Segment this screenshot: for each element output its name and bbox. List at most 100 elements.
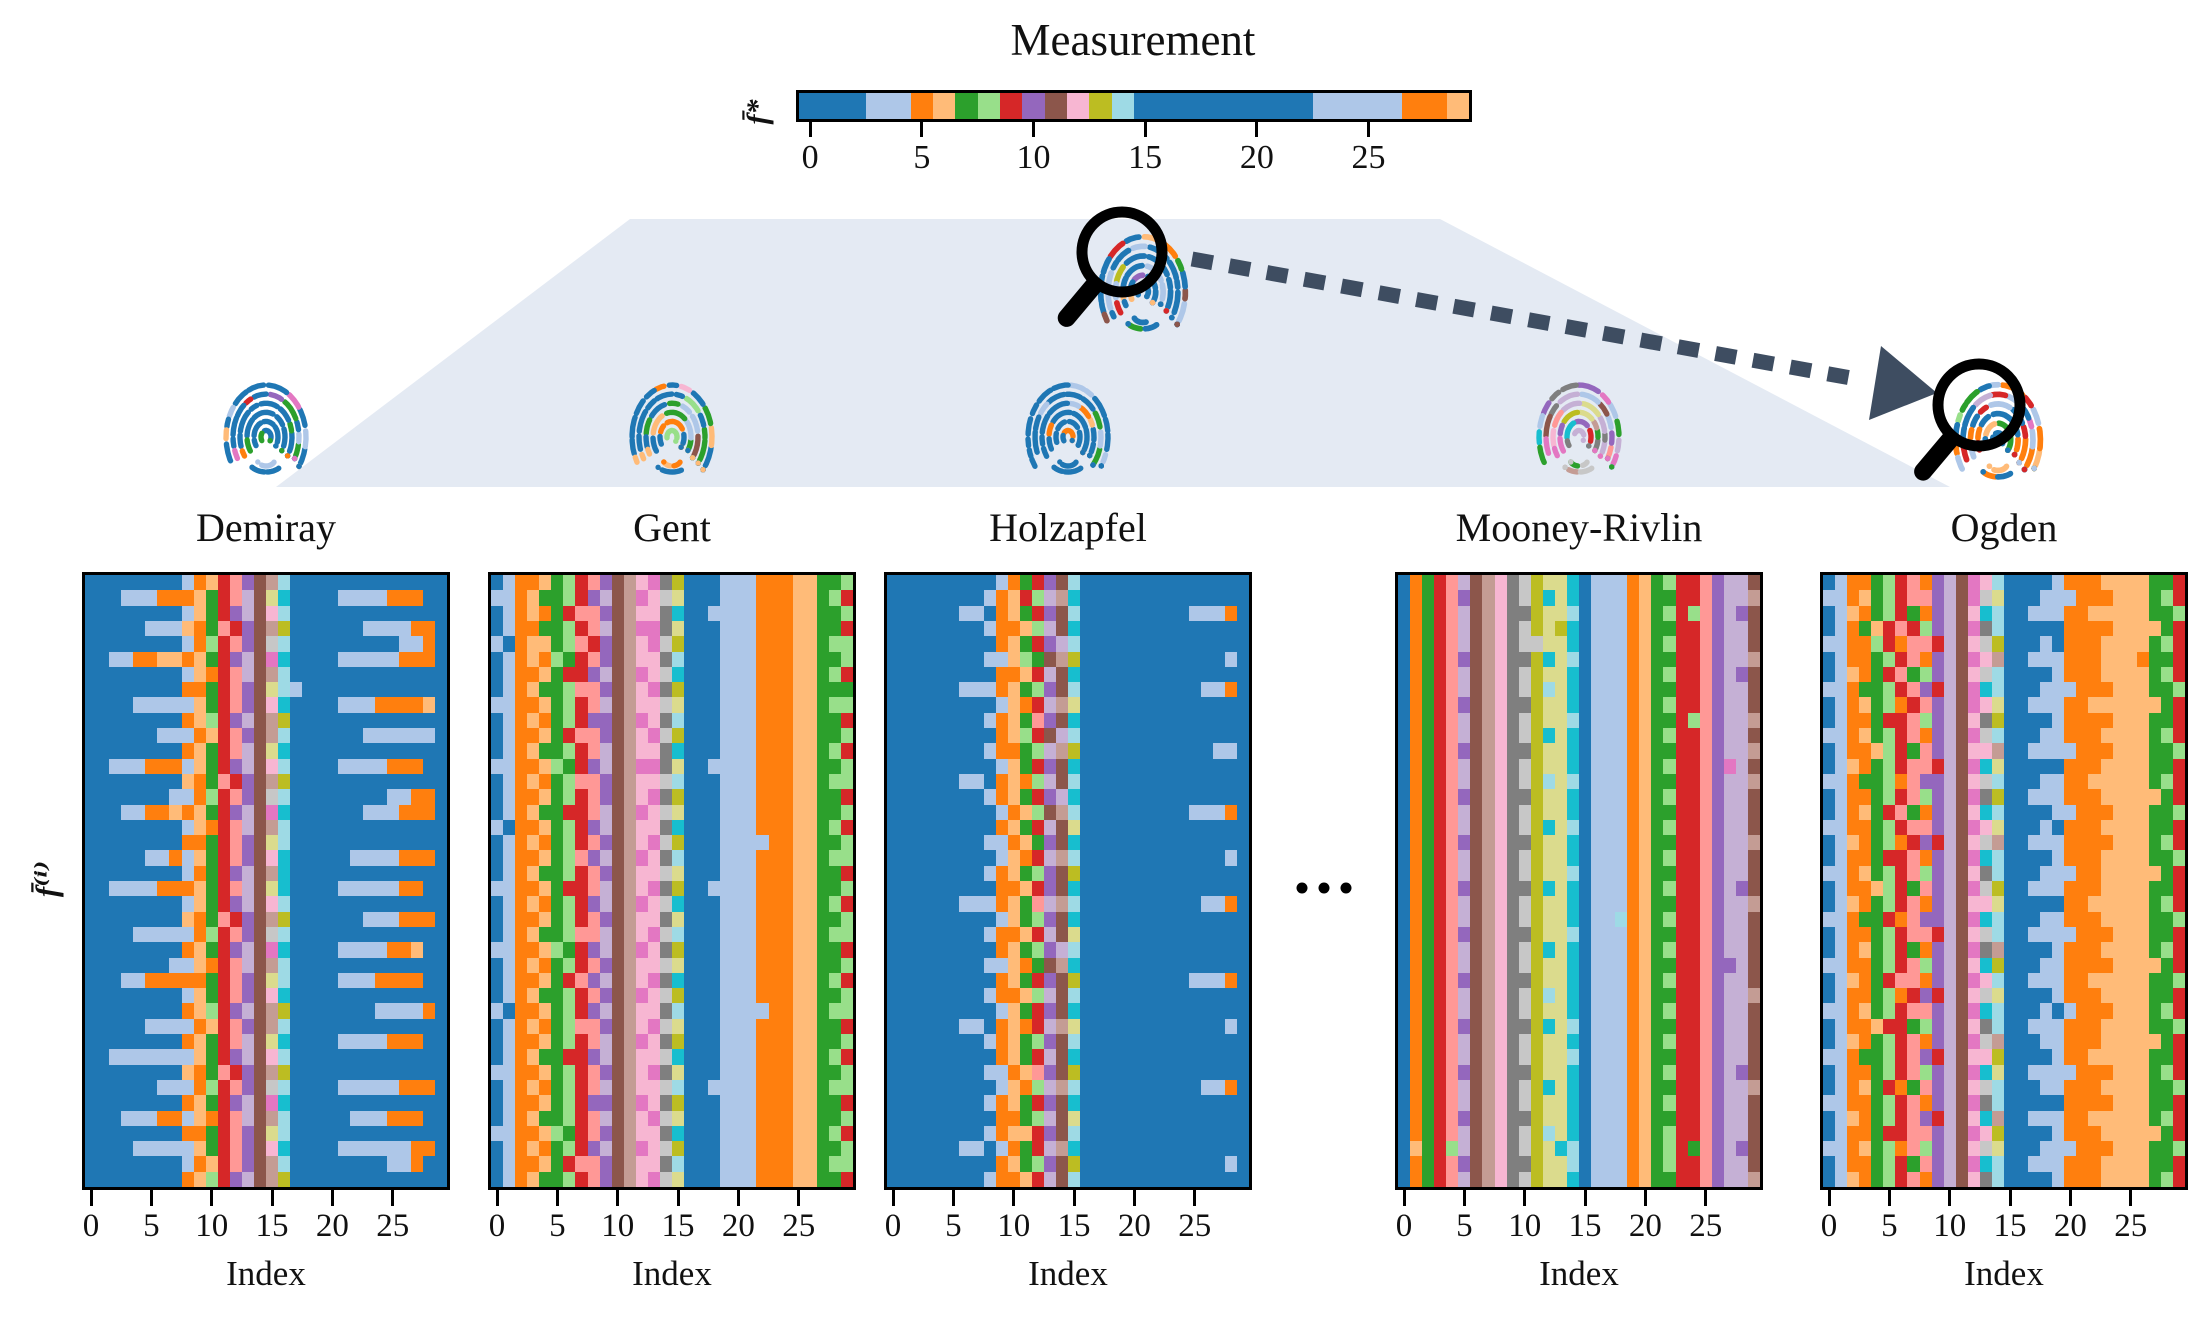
xtick-gent-20: [736, 1190, 740, 1206]
panel-title-gent: Gent: [633, 505, 711, 550]
colorbar-axis-label: f̄*: [741, 99, 774, 125]
xtick-ogden-0: [1827, 1190, 1831, 1206]
continuation-dots: [1296, 882, 1352, 894]
xtick-gent-0: [495, 1190, 499, 1206]
colorbar-tick-label-15: 15: [1128, 139, 1163, 176]
xtick-ogden-10: [1948, 1190, 1952, 1206]
fingerprint-icon-demiray: [223, 382, 309, 475]
magnifier-icon-measurement: [1057, 206, 1168, 327]
y-axis-label: f̄⁽ⁱ⁾: [29, 860, 64, 898]
xtick-label-ogden-0: 0: [1820, 1208, 1838, 1244]
xlabel-holzapfel: Index: [1028, 1254, 1108, 1293]
xtick-mooney-rivlin-0: [1402, 1190, 1406, 1206]
xtick-holzapfel-20: [1132, 1190, 1136, 1206]
measurement-colorbar: [796, 90, 1472, 122]
colorbar-cell-6: [932, 93, 956, 119]
xtick-label-holzapfel-20: 20: [1117, 1208, 1151, 1244]
xtick-ogden-5: [1887, 1190, 1891, 1206]
xlabel-gent: Index: [632, 1254, 712, 1293]
colorbar-cell-24: [1334, 93, 1358, 119]
colorbar-cell-13: [1089, 93, 1112, 119]
xtick-label-gent-25: 25: [782, 1208, 816, 1244]
panel-title-ogden: Ogden: [1950, 505, 2058, 550]
xtick-gent-10: [616, 1190, 620, 1206]
xtick-holzapfel-10: [1012, 1190, 1016, 1206]
xtick-label-demiray-15: 15: [255, 1208, 289, 1244]
xtick-holzapfel-25: [1193, 1190, 1197, 1206]
colorbar-cell-16: [1156, 93, 1179, 119]
colorbar-cell-23: [1312, 93, 1335, 119]
colorbar-cell-26: [1379, 93, 1402, 119]
dashed-arrow: [1190, 251, 1937, 420]
colorbar-tick-label-25: 25: [1351, 139, 1386, 176]
xtick-label-gent-20: 20: [721, 1208, 755, 1244]
colorbar-cell-2: [843, 93, 866, 119]
colorbar-cell-12: [1066, 93, 1090, 119]
heatmap-mooney-rivlin: [1395, 572, 1763, 1190]
xtick-label-demiray-20: 20: [315, 1208, 349, 1244]
xtick-label-mooney-rivlin-20: 20: [1628, 1208, 1662, 1244]
xtick-mooney-rivlin-15: [1583, 1190, 1587, 1206]
xtick-label-demiray-10: 10: [195, 1208, 229, 1244]
xtick-demiray-25: [391, 1190, 395, 1206]
colorbar-cell-18: [1200, 93, 1224, 119]
colorbar-cell-20: [1245, 93, 1268, 119]
xtick-demiray-0: [89, 1190, 93, 1206]
colorbar-cell-17: [1178, 93, 1201, 119]
xtick-demiray-10: [210, 1190, 214, 1206]
colorbar-tick-label-5: 5: [913, 139, 931, 176]
xtick-label-holzapfel-25: 25: [1178, 1208, 1212, 1244]
xtick-label-ogden-20: 20: [2053, 1208, 2087, 1244]
colorbar-tick-20: [1255, 122, 1259, 137]
xtick-mooney-rivlin-10: [1523, 1190, 1527, 1206]
xtick-label-mooney-rivlin-0: 0: [1395, 1208, 1413, 1244]
heatmap-ogden: [1820, 572, 2188, 1190]
colorbar-cell-7: [955, 93, 978, 119]
xtick-label-demiray-5: 5: [143, 1208, 160, 1244]
xtick-demiray-15: [270, 1190, 274, 1206]
xtick-label-holzapfel-0: 0: [884, 1208, 902, 1244]
heatmap-gent: [488, 572, 856, 1190]
colorbar-cell-8: [977, 93, 1000, 119]
colorbar-cell-5: [910, 93, 933, 119]
xtick-label-ogden-5: 5: [1881, 1208, 1898, 1244]
arrowhead-icon: [1869, 346, 1937, 420]
xtick-holzapfel-5: [951, 1190, 955, 1206]
fingerprint-icon-mooney-rivlin: [1536, 382, 1622, 475]
xtick-mooney-rivlin-5: [1462, 1190, 1466, 1206]
colorbar-tick-label-20: 20: [1239, 139, 1274, 176]
colorbar-tick-0: [808, 122, 812, 137]
colorbar-tick-label-0: 0: [801, 139, 819, 176]
xtick-label-gent-0: 0: [488, 1208, 506, 1244]
xtick-label-demiray-25: 25: [376, 1208, 410, 1244]
projection-trapezoid: [276, 219, 1950, 487]
colorbar-cell-25: [1357, 93, 1380, 119]
panel-title-mooney-rivlin: Mooney-Rivlin: [1455, 505, 1703, 550]
colorbar-cell-9: [999, 93, 1023, 119]
xtick-label-gent-5: 5: [549, 1208, 566, 1244]
fingerprint-icon-holzapfel: [1025, 382, 1111, 475]
panel-title-demiray: Demiray: [196, 505, 336, 550]
fingerprint-icon-gent: [629, 382, 715, 475]
xtick-gent-15: [676, 1190, 680, 1206]
colorbar-title: Measurement: [1010, 15, 1256, 65]
xtick-label-gent-15: 15: [661, 1208, 695, 1244]
xtick-label-gent-10: 10: [601, 1208, 635, 1244]
xtick-mooney-rivlin-20: [1643, 1190, 1647, 1206]
colorbar-cell-22: [1290, 93, 1313, 119]
xtick-ogden-25: [2129, 1190, 2133, 1206]
colorbar-cell-11: [1044, 93, 1067, 119]
colorbar-tick-label-10: 10: [1016, 139, 1051, 176]
colorbar-cell-19: [1223, 93, 1246, 119]
colorbar-cell-21: [1267, 93, 1291, 119]
xtick-gent-25: [797, 1190, 801, 1206]
xtick-label-holzapfel-15: 15: [1057, 1208, 1091, 1244]
xtick-label-mooney-rivlin-5: 5: [1456, 1208, 1473, 1244]
xtick-holzapfel-0: [891, 1190, 895, 1206]
xtick-label-holzapfel-5: 5: [945, 1208, 962, 1244]
xlabel-mooney-rivlin: Index: [1539, 1254, 1619, 1293]
colorbar-cell-15: [1133, 93, 1157, 119]
xtick-demiray-20: [330, 1190, 334, 1206]
colorbar-tick-10: [1032, 122, 1035, 137]
